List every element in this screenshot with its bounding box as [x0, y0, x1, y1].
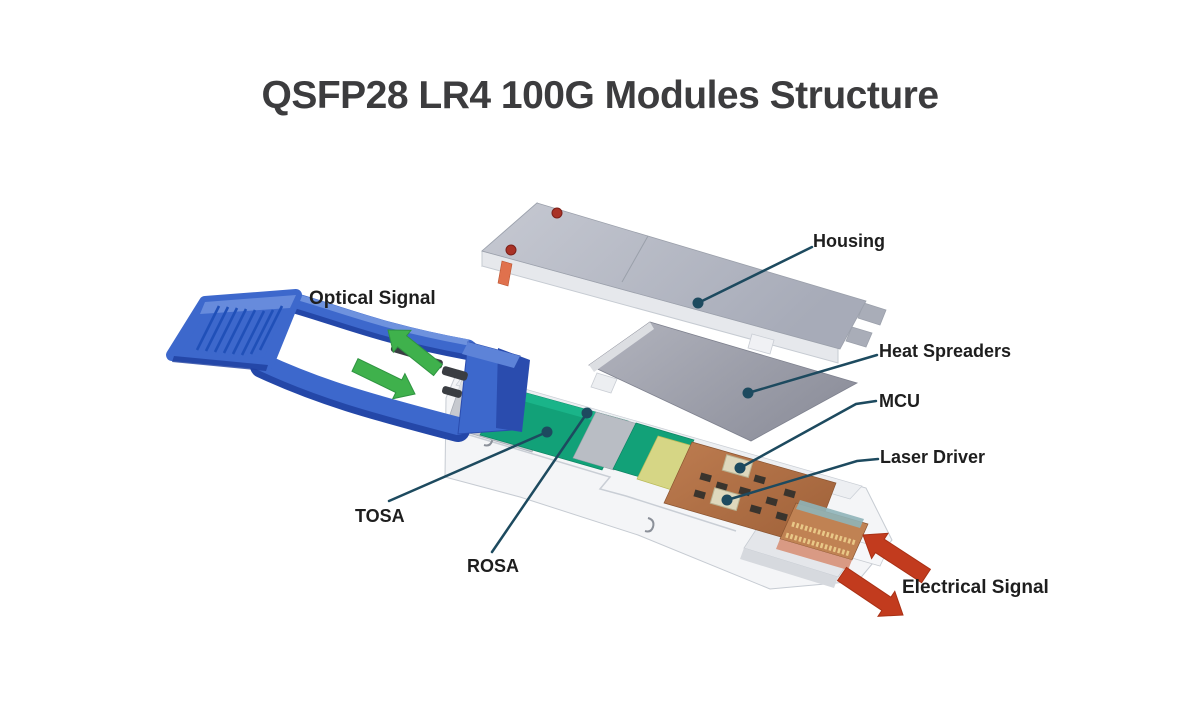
leader-dot-mcu [734, 462, 746, 474]
leader-dot-housing [692, 297, 704, 309]
housing-screw [551, 207, 563, 219]
leader-dot-heat-spreaders [742, 387, 754, 399]
label-electrical-signal: Electrical Signal [902, 577, 1049, 598]
optical-signal-arrows [351, 329, 444, 400]
pull-tab-latch [166, 289, 530, 442]
label-tosa: TOSA [355, 506, 405, 526]
leader-line-heat-spreaders [746, 353, 879, 395]
label-heat-spreaders: Heat Spreaders [879, 341, 1012, 361]
electrical-in-arrow [862, 532, 932, 584]
label-housing: Housing [813, 231, 885, 251]
leader-line-tosa [387, 430, 549, 503]
label-rosa: ROSA [467, 556, 520, 576]
leader-line-housing [696, 245, 814, 305]
leader-line-rosa [490, 411, 589, 554]
housing-screw [505, 244, 517, 256]
page-title: QSFP28 LR4 100G Modules Structure [261, 74, 939, 117]
label-laser-driver: Laser Driver [880, 447, 986, 467]
electrical-signal-arrows [836, 532, 932, 617]
electrical-out-arrow [836, 566, 904, 617]
leader-line-mcu [738, 399, 878, 470]
optical-out-arrow [387, 329, 444, 377]
optical-in-arrow [351, 358, 416, 400]
label-mcu: MCU [879, 391, 920, 411]
leader-line-laser-driver [725, 457, 880, 502]
latch-collar [457, 341, 530, 435]
housing-peg [497, 260, 513, 287]
callout-leaders [387, 245, 880, 554]
label-optical-signal: Optical Signal [309, 288, 436, 309]
leader-dot-laser-driver [721, 494, 733, 506]
housing-part [481, 201, 887, 364]
leader-dot-rosa [581, 407, 593, 419]
heat-spreader-part [588, 321, 859, 442]
leader-dot-tosa [541, 426, 553, 438]
edge-connector [776, 500, 869, 570]
wire-clip [644, 517, 655, 533]
